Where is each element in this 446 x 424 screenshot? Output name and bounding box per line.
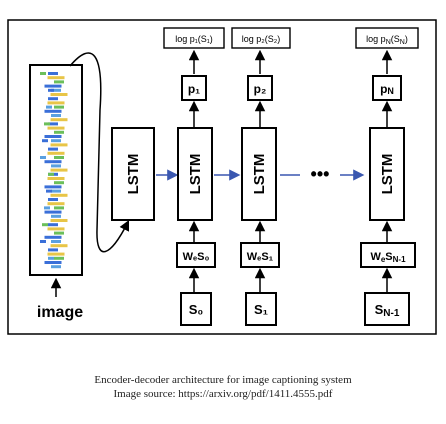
output-box-2: [231, 27, 291, 49]
cnn-layer-block: [44, 122, 50, 126]
cnn-layer-block: [54, 206, 64, 210]
token-label-2: S₁: [254, 302, 268, 317]
cnn-layer-block: [51, 139, 61, 143]
cnn-layer-block: [44, 160, 62, 164]
cnn-layers: [40, 72, 68, 269]
cnn-layer-block: [54, 181, 64, 185]
lstm-box-2: [241, 127, 277, 221]
cnn-layer-block: [47, 151, 65, 155]
output-label-2: log p₂(S₂): [242, 34, 281, 44]
cnn-layer-block: [44, 135, 62, 138]
token-label-1: S₀: [189, 302, 204, 317]
cnn-layer-block: [48, 248, 58, 252]
cnn-layer-block: [48, 172, 54, 176]
cnn-layer-block: [48, 223, 58, 227]
cnn-layer-block: [48, 147, 58, 151]
cnn-layer-block: [46, 189, 52, 193]
prob-label-2: p₂: [254, 82, 267, 96]
cnn-to-lstm-arrow: [69, 52, 130, 253]
token-box-1: [180, 292, 212, 326]
cnn-layer-block: [50, 168, 68, 172]
embed-box-2: [240, 242, 280, 268]
cnn-layer-block: [54, 256, 64, 260]
cnn-layer-block: [47, 202, 65, 206]
token-box-n: [364, 292, 410, 326]
cnn-layer-block: [46, 105, 52, 109]
cnn-layer-block: [54, 156, 64, 159]
cnn-layer-block: [44, 84, 62, 88]
cnn-layer-block: [48, 256, 54, 260]
embed-label-2: WₑS₁: [247, 251, 274, 263]
prob-label-n: pN: [380, 82, 394, 96]
lstm-box-1: [177, 127, 213, 221]
cnn-layer-block: [47, 126, 65, 130]
cnn-layer-block: [48, 122, 58, 126]
ellipsis: •••: [311, 164, 330, 184]
encoder-lstm-box: [111, 127, 155, 221]
cnn-layer-block: [51, 114, 61, 117]
prob-box-2: [247, 75, 273, 101]
embed-box-n: [360, 242, 416, 268]
embed-box-1: [176, 242, 216, 268]
image-label: image: [37, 304, 83, 321]
cnn-layer-block: [48, 198, 58, 201]
cnn-layer-block: [54, 130, 64, 134]
cnn-layer-block: [50, 244, 68, 248]
cnn-layer-block: [47, 76, 65, 80]
cnn-layer-block: [54, 231, 64, 235]
cnn-layer-block: [48, 72, 58, 75]
embed-label-n: WeSN-1: [370, 251, 406, 264]
cnn-layer-block: [50, 219, 68, 222]
cnn-layer-block: [50, 118, 68, 122]
cnn-layer-block: [48, 88, 54, 92]
cnn-layer-block: [51, 88, 61, 92]
lstm-box-n: [369, 127, 405, 221]
cnn-layer-block: [50, 193, 68, 197]
cnn-layer-block: [42, 139, 48, 143]
cnn-layer-block: [51, 240, 61, 243]
cnn-layer-block: [51, 164, 61, 168]
cnn-layer-block: [40, 156, 46, 159]
cnn-layer-block: [44, 261, 62, 264]
output-box-1: [163, 27, 225, 49]
encoder-lstm-label: LSTM: [125, 154, 142, 195]
cnn-layer-block: [44, 109, 62, 113]
cnn-layer-block: [44, 206, 50, 210]
cnn-layer-block: [51, 265, 61, 269]
lstm-label-n: LSTM: [379, 154, 396, 195]
lstm-label-1: LSTM: [187, 154, 204, 195]
cnn-layer-block: [51, 214, 61, 218]
caption-title: Encoder-decoder architecture for image c…: [94, 374, 352, 386]
cnn-layer-block: [47, 227, 65, 231]
cnn-layer-block: [50, 93, 68, 96]
prob-box-1: [181, 75, 207, 101]
cnn-layer-block: [50, 143, 68, 147]
output-label-1: log p₁(S₁): [175, 34, 213, 44]
cnn-layer-block: [47, 177, 65, 180]
cnn-layer-block: [51, 189, 61, 193]
cnn-layer-block: [40, 240, 46, 243]
cnn-layer-block: [54, 105, 64, 109]
cnn-layer-block: [44, 235, 62, 239]
cnn-layer-block: [44, 210, 62, 214]
cnn-layer-block: [42, 223, 48, 227]
cnn-layer-block: [54, 80, 64, 84]
cnn-layer-block: [44, 185, 62, 189]
cnn-layer-block: [47, 101, 65, 105]
output-label-n: log pN(SN): [366, 34, 408, 46]
output-box-n: [355, 27, 419, 49]
cnn-layer-block: [47, 252, 65, 256]
cnn-layer-block: [40, 72, 46, 75]
prob-label-1: p₁: [188, 82, 200, 96]
prob-box-n: [372, 75, 402, 101]
caption-source: Image source: https://arxiv.org/pdf/1411…: [113, 388, 333, 400]
embed-label-1: WₑS₀: [183, 251, 210, 263]
lstm-label-2: LSTM: [251, 154, 268, 195]
cnn-layer-block: [48, 97, 58, 101]
token-box-2: [245, 292, 277, 326]
